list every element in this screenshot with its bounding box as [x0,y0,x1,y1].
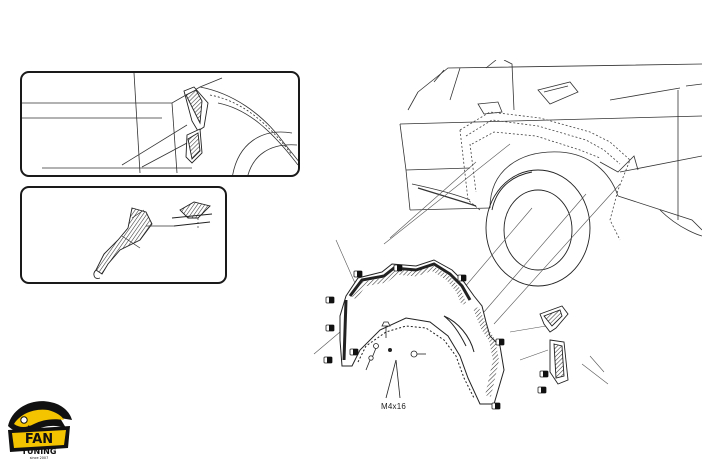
inset-bottom-drawing [93,201,213,279]
fender-flare-part [339,259,505,405]
inset-top-drawing [22,73,298,175]
screws [365,321,426,399]
detail-inset-bottom [20,186,227,284]
logo-word-top: FAN [25,432,53,447]
trim-section [95,207,153,275]
door-handle [477,81,579,115]
trim-pieces [539,305,569,385]
brand-logo: FAN TUNING since 2007 [4,394,76,460]
leader-line [141,142,188,168]
wheel [485,169,591,287]
main-drawing [313,60,702,410]
logo-tagline: since 2007 [30,456,49,460]
leader-line [121,124,188,166]
trim-piece [183,86,209,164]
leader-lines [313,143,621,385]
fish-logo-icon: FAN TUNING since 2007 [8,401,72,460]
main-exploded-view [300,60,702,420]
fastener-label: M4x16 [381,402,407,411]
vehicle-body [399,60,702,237]
pillar-line [133,73,141,174]
fender-outline [459,111,631,241]
detail-inset-top [20,71,300,177]
logo-word-bottom: TUNING [22,447,57,456]
